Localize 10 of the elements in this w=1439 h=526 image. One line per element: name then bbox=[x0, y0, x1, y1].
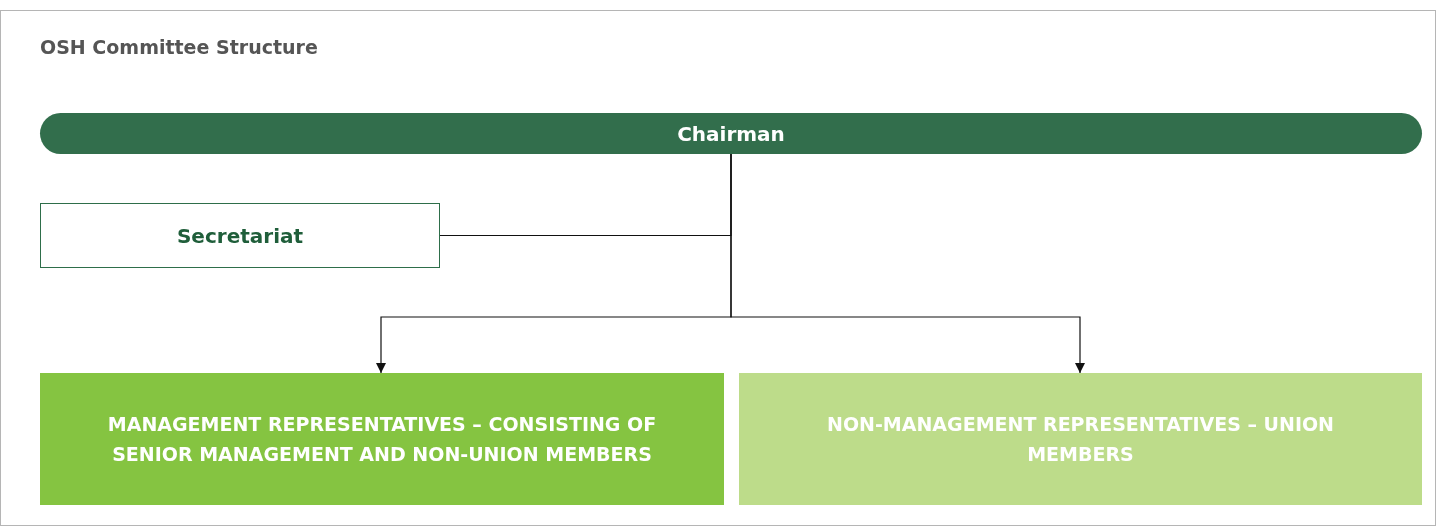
node-label: Secretariat bbox=[176, 223, 304, 248]
node-label: Chairman bbox=[677, 121, 785, 146]
chairman-bar bbox=[40, 113, 1422, 154]
group-box bbox=[40, 373, 724, 505]
group-box bbox=[739, 373, 1422, 505]
arrow bbox=[730, 153, 1085, 374]
process-box bbox=[40, 203, 440, 268]
node-label: MANAGEMENT REPRESENTATIVES – CONSISTING OF SENIOR MANAGEMENT AND NON-UNION MEMBERS bbox=[106, 411, 658, 467]
node-label: NON-MANAGEMENT REPRESENTATIVES – UNION MEMBERS bbox=[826, 411, 1335, 467]
diagram-title: OSH Committee Structure bbox=[40, 36, 318, 58]
